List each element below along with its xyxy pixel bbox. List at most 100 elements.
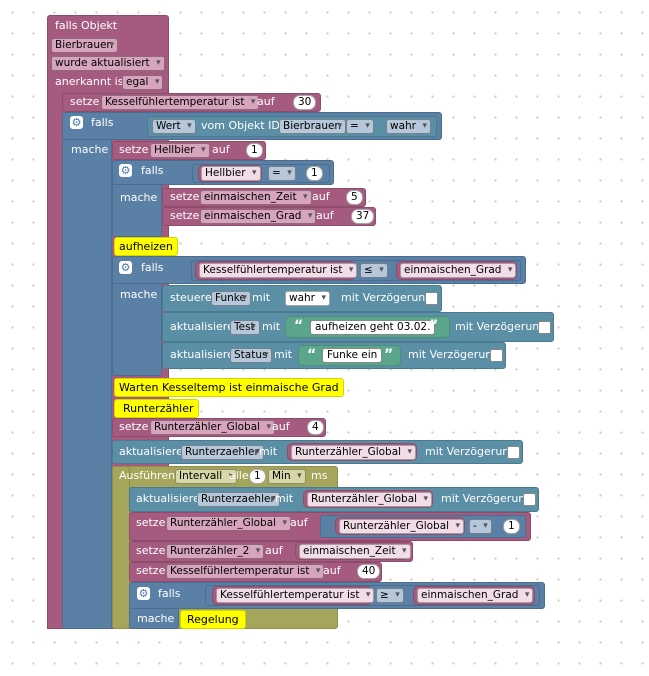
checkbox-icon[interactable]	[425, 292, 438, 305]
set-label: setze	[170, 190, 200, 203]
set-var-dropdown[interactable]: einmaischen_Zeit	[200, 190, 312, 205]
then-label: mache	[137, 612, 175, 625]
comment-block[interactable]: Warten Kesseltemp ist einmaische Grad	[114, 378, 344, 397]
set-to-label: auf	[323, 564, 341, 577]
ack-dropdown[interactable]: egal	[122, 75, 164, 90]
var-dropdown[interactable]: Kesselfühlertemperatur ist	[216, 588, 375, 603]
math-value[interactable]: 1	[503, 519, 520, 534]
op-dropdown[interactable]: =	[268, 166, 296, 181]
var-dropdown[interactable]: Runterzähler_Global	[339, 519, 465, 534]
set-to-label: auf	[257, 95, 275, 108]
gear-icon[interactable]: ⚙	[137, 587, 150, 600]
interval-unit-dropdown[interactable]: Min	[268, 469, 306, 484]
if-block-main[interactable]	[62, 112, 112, 629]
set-label: setze	[119, 143, 149, 156]
set-value[interactable]: 40	[357, 564, 381, 579]
quote-open-icon: “	[307, 347, 317, 363]
if-label: falls	[141, 261, 164, 274]
set-to-label: auf	[212, 143, 230, 156]
event-object-dropdown[interactable]: Bierbrauen	[51, 38, 119, 53]
update-label: aktualisiere	[119, 445, 183, 458]
if-label: falls	[91, 116, 114, 129]
set-to-label: auf	[316, 209, 334, 222]
set-var-dropdown[interactable]: Kesselfühlertemperatur ist	[166, 564, 325, 579]
ms-label: ms	[311, 469, 328, 482]
set-to-label: auf	[265, 544, 283, 557]
gear-icon[interactable]: ⚙	[119, 164, 132, 177]
then-label: mache	[120, 191, 158, 204]
var-dropdown[interactable]: einmaischen_Grad	[400, 263, 517, 278]
value-dropdown[interactable]: Wert	[152, 119, 196, 134]
comment-block[interactable]: Regelung	[180, 610, 246, 629]
set-var-dropdown[interactable]: Hellbier	[150, 143, 210, 158]
gear-icon[interactable]: ⚙	[70, 116, 83, 129]
update-label: aktualisiere	[170, 348, 234, 361]
var-dropdown[interactable]: Runterzähler_Global	[291, 445, 417, 460]
interval-label: Ausführen	[119, 469, 176, 482]
event-type-dropdown[interactable]: wurde aktualisiert	[51, 56, 165, 71]
with-label: mit	[274, 348, 293, 361]
with-label: mit	[262, 320, 281, 333]
val-dropdown[interactable]: wahr	[386, 119, 431, 134]
op-dropdown[interactable]: ≤	[360, 263, 388, 278]
set-var-dropdown[interactable]: Runterzähler_2	[166, 544, 265, 559]
interval-side	[112, 466, 130, 629]
if-label: falls	[158, 587, 181, 600]
set-label: setze	[170, 209, 200, 222]
var-dropdown[interactable]: Kesselfühlertemperatur ist	[199, 263, 358, 278]
gear-icon[interactable]: ⚙	[119, 261, 132, 274]
event-title: falls Objekt	[55, 19, 118, 32]
text-value[interactable]: aufheizen geht 03.02.	[310, 320, 436, 335]
every-label: alle	[229, 469, 249, 482]
then-label: mache	[71, 143, 109, 156]
var-dropdown[interactable]: Runterzähler_Global	[307, 492, 433, 507]
if-label: falls	[141, 164, 164, 177]
set-value[interactable]: 4	[307, 420, 324, 435]
set-value[interactable]: 5	[346, 190, 363, 205]
delay-label: mit Verzögerung	[441, 492, 533, 505]
set-var-dropdown[interactable]: Kesselfühlertemperatur ist	[101, 95, 260, 110]
set-label: setze	[136, 564, 166, 577]
object-dropdown[interactable]: Runterzaehler	[197, 492, 280, 507]
op-dropdown[interactable]: =	[346, 119, 374, 134]
set-to-label: auf	[290, 516, 308, 529]
set-to-label: auf	[272, 420, 290, 433]
interval-value[interactable]: 1	[249, 469, 266, 484]
var-dropdown[interactable]: Hellbier	[201, 166, 261, 181]
checkbox-icon[interactable]	[523, 493, 536, 506]
checkbox-icon[interactable]	[507, 446, 520, 459]
quote-close-icon: ”	[429, 318, 439, 334]
set-to-label: auf	[312, 190, 330, 203]
set-label: setze	[136, 516, 166, 529]
val-dropdown[interactable]: wahr	[285, 291, 330, 306]
with-label: mit	[252, 291, 271, 304]
set-label: setze	[70, 95, 100, 108]
set-var-dropdown[interactable]: Runterzähler_Global	[166, 516, 292, 531]
delay-label: mit Verzögerung	[425, 445, 517, 458]
compare-value[interactable]: 1	[306, 166, 323, 181]
text-value[interactable]: Funke ein	[322, 348, 383, 363]
quote-open-icon: “	[294, 318, 304, 334]
set-var-dropdown[interactable]: einmaischen_Grad	[200, 209, 317, 224]
interval-type-dropdown[interactable]: Intervall	[175, 469, 238, 484]
then-label: mache	[120, 288, 158, 301]
comment-block[interactable]: Runterzähler	[114, 399, 199, 418]
comment-block[interactable]: aufheizen	[114, 237, 178, 256]
set-value[interactable]: 37	[351, 209, 375, 224]
var-dropdown[interactable]: einmaischen_Grad	[417, 588, 534, 603]
set-var-dropdown[interactable]: Runterzähler_Global	[150, 420, 276, 435]
object-dropdown[interactable]: Status	[230, 348, 273, 363]
op-dropdown[interactable]: ≥	[376, 588, 404, 603]
object-dropdown[interactable]: Runterzaehler	[181, 445, 264, 460]
update-label: aktualisiere	[170, 320, 234, 333]
delay-label: mit Verzögerung	[341, 291, 433, 304]
checkbox-icon[interactable]	[538, 321, 551, 334]
var-dropdown[interactable]: einmaischen_Zeit	[299, 544, 411, 559]
set-value[interactable]: 30	[293, 95, 317, 110]
op-dropdown[interactable]: -	[469, 519, 492, 534]
set-value[interactable]: 1	[246, 143, 263, 158]
object-id-field[interactable]: Bierbrauen	[279, 119, 347, 134]
object-dropdown[interactable]: Test	[230, 320, 260, 335]
checkbox-icon[interactable]	[490, 349, 503, 362]
object-dropdown[interactable]: Funke	[211, 291, 251, 306]
